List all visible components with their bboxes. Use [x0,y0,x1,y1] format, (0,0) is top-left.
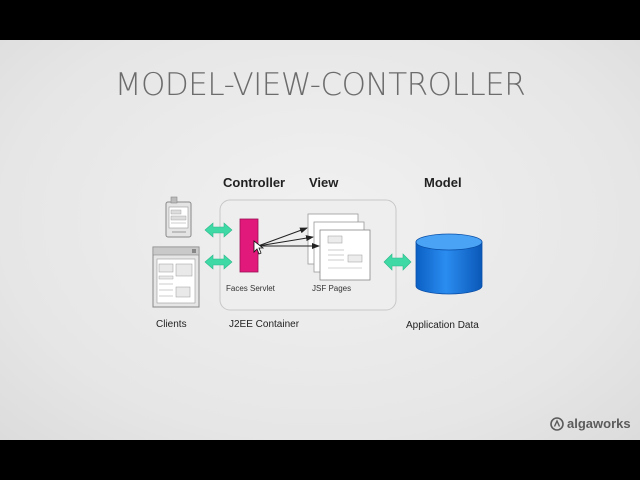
model-header: Model [424,175,462,190]
clients-label: Clients [156,319,187,330]
algaworks-logo-text: algaworks [567,416,631,431]
client-arrow-top [204,222,233,238]
database-icon [415,233,483,295]
client-arrow-bottom [204,254,233,270]
servlet-page-arrows [257,227,320,249]
jsf-page-icon [307,213,371,281]
faces-servlet-label: Faces Servlet [226,284,275,293]
slide: MODEL-VIEW-CONTROLLER [0,40,640,440]
model-arrow [383,253,412,271]
algaworks-logo: algaworks [550,416,631,431]
algaworks-logo-icon [550,416,564,431]
application-data-label: Application Data [406,320,479,331]
j2ee-container-label: J2EE Container [229,319,300,330]
view-header: View [309,175,339,190]
mvc-diagram [152,196,483,311]
cursor-icon [253,240,265,255]
jsf-pages-label: JSF Pages [312,284,352,293]
phone-client-icon [165,196,192,238]
controller-header: Controller [223,175,286,190]
slide-title: MODEL-VIEW-CONTROLLER [114,67,526,103]
browser-client-icon [152,246,200,308]
